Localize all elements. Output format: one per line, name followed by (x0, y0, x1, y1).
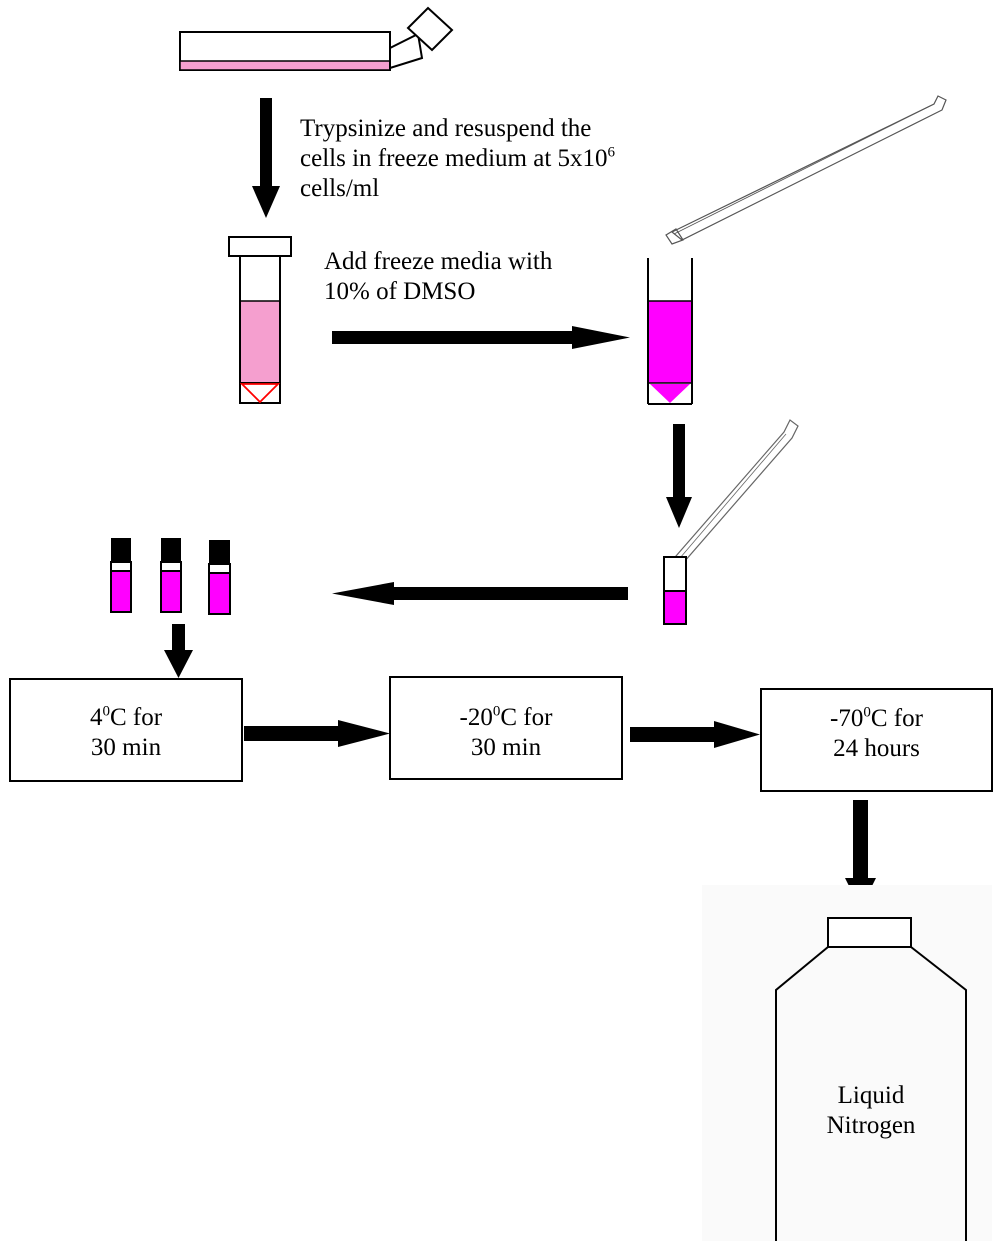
tank-label: Liquid Nitrogen (776, 1081, 966, 1141)
flask-neck (390, 34, 422, 68)
centrifuge-tube (229, 237, 291, 403)
add-media-line1: Add freeze media with (324, 247, 624, 277)
flask-media (180, 61, 390, 70)
trypsinize-line1: Trypsinize and resuspend the (300, 114, 700, 144)
cryovial-3 (209, 540, 230, 614)
culture-flask (180, 8, 452, 70)
cryovial-group (111, 538, 230, 614)
arrow-down-1 (252, 98, 280, 218)
pipette-2 (676, 420, 798, 562)
resuspended-tube (648, 258, 692, 404)
tube-media (241, 301, 279, 383)
arrow-down-2 (666, 424, 692, 528)
cryovial-single (664, 557, 686, 624)
tube-cap (229, 237, 291, 256)
add-media-line2: 10% of DMSO (324, 277, 624, 307)
box-minus70c-label: -700C for 24 hours (761, 704, 992, 764)
arrow-right-3 (630, 721, 760, 748)
tube-media-magenta (649, 301, 691, 383)
arrow-left-1 (332, 582, 628, 605)
add-media-step-text: Add freeze media with 10% of DMSO (324, 247, 624, 307)
box-minus20c-label: -200C for 30 min (390, 703, 622, 763)
arrow-right-2 (244, 720, 390, 747)
trypsinize-line3: cells/ml (300, 174, 700, 204)
tank-cap (828, 918, 911, 947)
arrow-right-1 (332, 326, 630, 349)
trypsinize-step-text: Trypsinize and resuspend the cells in fr… (300, 114, 700, 204)
arrow-down-3 (164, 624, 193, 678)
cryovial-2 (161, 538, 181, 612)
trypsinize-line2: cells in freeze medium at 5x106 (300, 144, 700, 174)
box-4c-label: 40C for 30 min (10, 703, 242, 763)
pipette-1 (666, 96, 946, 244)
liquid-nitrogen-tank (702, 885, 992, 1241)
cryovial-1 (111, 538, 131, 612)
